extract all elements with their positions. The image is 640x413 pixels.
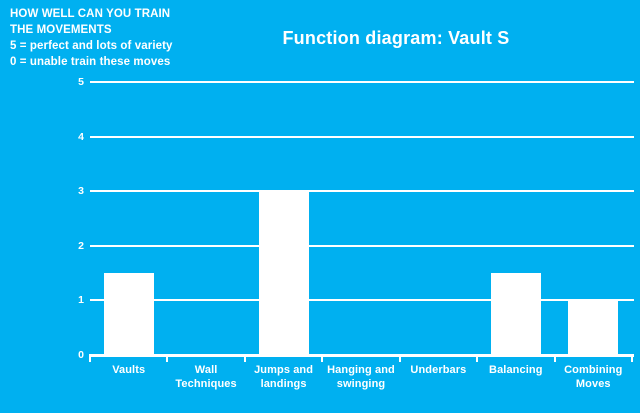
x-axis-tick [476,356,479,362]
y-axis-label-2: 2 [78,239,84,252]
x-axis-line [89,354,634,357]
bar-combining-moves [568,300,619,356]
x-axis-tick [553,356,556,362]
bar-vaults [103,273,154,356]
y-axis-label-4: 4 [78,130,84,143]
y-axis-label-3: 3 [78,185,84,198]
x-axis-label-combining-moves: Combining Moves [564,364,623,390]
gridline-3 [90,190,634,193]
gridline-5 [90,81,634,83]
y-axis-label-5: 5 [78,76,84,88]
bar-balancing [490,273,541,356]
x-axis-label-vaults: Vaults [112,364,146,376]
x-axis-tick [631,356,633,362]
annotation-line-3: 5 = perfect and lots of variety [10,40,173,52]
x-axis-tick [321,356,324,362]
x-axis-tick [243,356,246,362]
chart-title: Function diagram: Vault S [282,28,510,48]
gridline-1 [90,299,634,302]
x-axis-tick [89,356,91,362]
x-axis-tick [398,356,401,362]
x-axis-label-wall-techniques: Wall Techniques [175,364,237,390]
annotation-line-2: THE MOVEMENTS [10,24,112,36]
gridline-2 [90,244,634,247]
bar-jumps-and-landings [258,191,309,356]
y-axis-label-0: 0 [78,349,84,361]
annotation-line-1: HOW WELL CAN YOU TRAIN [10,8,171,20]
gridline-4 [90,135,634,138]
chart-annotation: HOW WELL CAN YOU TRAIN THE MOVEMENTS 5 =… [10,6,240,70]
x-axis-label-underbars: Underbars [410,364,467,376]
annotation-line-4: 0 = unable train these moves [10,56,171,68]
x-axis-label-jumps-and-landings: Jumps and landings [254,364,314,390]
x-axis-tick [166,356,169,362]
y-axis-label-1: 1 [78,294,84,307]
x-axis-label-hanging-and-swinging: Hanging and swinging [327,364,395,390]
x-axis-label-balancing: Balancing [489,364,543,376]
